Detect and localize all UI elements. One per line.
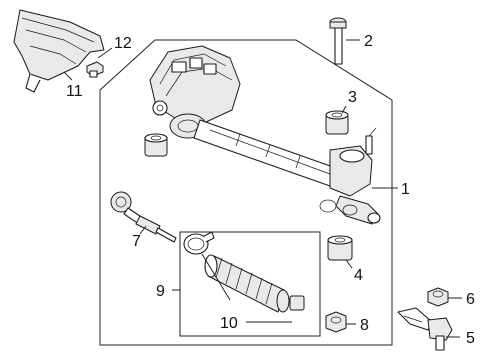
callout-5: 5 [466, 330, 475, 347]
nut-8-illustration [325, 311, 347, 333]
callout-2: 2 [364, 33, 373, 50]
clamp-illustration [183, 231, 215, 255]
nut-6-illustration [427, 287, 449, 307]
callout-9: 9 [156, 283, 165, 300]
callout-4: 4 [354, 267, 363, 284]
callout-3: 3 [348, 89, 357, 106]
callout-8: 8 [360, 317, 369, 334]
assembly-frame [99, 39, 393, 346]
bushing-lower-illustration [327, 235, 353, 261]
callout-7: 7 [132, 233, 141, 250]
leader-lines [63, 39, 462, 338]
tie-rod-end-illustration [397, 307, 453, 351]
screw-illustration [86, 61, 104, 78]
boot-kit-frame [179, 231, 321, 337]
heat-shield-illustration [13, 9, 105, 93]
callout-1: 1 [401, 181, 410, 198]
callout-12: 12 [114, 35, 132, 52]
callout-11: 11 [66, 83, 83, 100]
boot-illustration [204, 254, 305, 313]
bushing-left-illustration [144, 133, 168, 157]
callout-10: 10 [220, 315, 238, 332]
bushing-upper-illustration [325, 110, 349, 135]
bolt-illustration [329, 17, 347, 65]
steering-gear-illustration [149, 45, 381, 225]
inner-tie-rod-illustration [110, 191, 177, 243]
callout-6: 6 [466, 291, 475, 308]
